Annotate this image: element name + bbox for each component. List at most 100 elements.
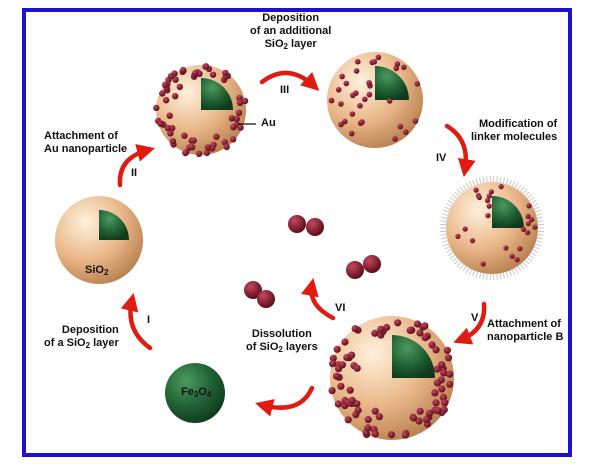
arrow-step-3	[259, 70, 320, 91]
nanoparticle-dot	[233, 115, 240, 123]
nanoparticle-dot	[181, 132, 188, 139]
nanoparticle-dot	[353, 90, 359, 96]
nanoparticle-dot	[159, 90, 166, 97]
magnetic-core-cutaway	[375, 66, 409, 100]
arrow-step-1	[120, 292, 153, 351]
nanoparticle-dot	[485, 213, 491, 219]
nanoparticle-dot	[525, 230, 531, 236]
arrow-step-4	[444, 123, 476, 178]
nanoparticle-dot	[343, 80, 350, 87]
nanoparticle-dot	[498, 184, 504, 190]
nanoparticle-dot	[237, 124, 244, 131]
nanoparticles-b	[328, 319, 454, 439]
nanoparticle-dot	[371, 407, 379, 415]
nanoparticle-dot	[333, 345, 341, 353]
nanoparticle-dot	[335, 87, 342, 93]
nanoparticle-dot	[514, 257, 520, 263]
nanoparticle-dot	[166, 112, 173, 119]
nanoparticle-dot	[343, 353, 351, 362]
nanoparticle-dot	[517, 246, 523, 252]
nanoparticle-dot	[526, 203, 532, 209]
nanoparticle-dot	[195, 150, 203, 158]
nanoparticle-dot	[339, 73, 345, 80]
nanoparticle-dot	[209, 71, 217, 78]
nanoparticle-dot	[349, 111, 356, 117]
arrow-dissolution	[255, 385, 315, 417]
au-nanoparticles	[153, 63, 249, 158]
nanoparticle-dot	[469, 238, 476, 244]
nanoparticle-dot	[434, 407, 442, 415]
nanoparticle-dot	[167, 130, 174, 137]
nanoparticle-dot	[228, 115, 235, 122]
nanoparticle-dot	[364, 424, 372, 432]
nanoparticle-dot	[520, 226, 527, 232]
nanoparticle-dot	[334, 400, 342, 408]
nanoparticle-dot	[525, 213, 531, 219]
nanoparticle-dot	[179, 66, 187, 74]
nanoparticle-dot	[338, 361, 347, 369]
step6-numeral: VI	[335, 302, 346, 314]
nanoparticle-dot	[486, 193, 492, 199]
nanoparticle-dot	[397, 123, 404, 130]
nanoparticle-dot	[422, 416, 431, 424]
nanoparticle-dot	[503, 245, 509, 251]
nanoparticle-dot	[406, 326, 414, 334]
nanoparticle-dot	[348, 396, 356, 404]
magnetic-core-cutaway	[492, 196, 524, 228]
linker-modified-particle	[440, 175, 544, 281]
nanoparticle-dot	[421, 322, 429, 330]
nanoparticle-dot	[488, 189, 494, 195]
nanoparticle-dot	[371, 59, 378, 65]
nanoparticle-dot	[473, 187, 479, 193]
nanoparticle-dot	[203, 149, 211, 157]
nanoparticle-dot	[432, 399, 440, 407]
nanoparticle-dot	[410, 414, 418, 422]
nanoparticle-dot	[416, 407, 424, 415]
nanoparticle-dot	[328, 387, 336, 395]
nanoparticle-dot	[230, 136, 237, 143]
step2-numeral: II	[131, 167, 138, 179]
fe3o4-label: Fe3O4	[181, 386, 212, 399]
nanoparticle-dot	[462, 226, 468, 232]
nanoparticle-dot	[455, 233, 461, 239]
step4-label: Modification of linker molecules	[471, 118, 558, 143]
nanoparticle-dot	[443, 346, 451, 354]
nanoparticle-dot	[162, 81, 169, 89]
nanoparticle-dot	[375, 54, 382, 61]
nanoparticle-dot	[357, 103, 363, 109]
nanoparticle-dot	[235, 109, 243, 117]
step1-numeral: I	[147, 314, 151, 326]
nanoparticle-dot	[438, 361, 446, 369]
nanoparticle-dot	[386, 98, 393, 104]
nanoparticle-dot	[176, 83, 183, 91]
nanoparticle-dot	[403, 129, 409, 135]
step5-label: Attachment of nanoparticle B	[487, 318, 564, 343]
nanoparticle-dot	[486, 203, 492, 209]
nanoparticle-dot	[525, 221, 532, 227]
nanoparticle-dot	[354, 406, 362, 414]
step6-label: Dissolution of SiO2 layers	[246, 328, 318, 354]
nanoparticle-dot	[428, 341, 436, 349]
nanoparticle-dot	[432, 346, 440, 354]
nanoparticle-dot	[241, 97, 249, 105]
nanoparticle-dot	[529, 217, 535, 223]
step5-numeral: V	[471, 312, 479, 324]
nanoparticle-dot	[440, 369, 448, 377]
nanoparticle-dot	[348, 130, 355, 137]
nanoparticle-dot	[485, 197, 491, 204]
step3-label: Deposition of an additional SiO2 layer	[250, 12, 332, 51]
nanoparticle-dot	[362, 96, 368, 103]
nanoparticle-dot	[332, 372, 341, 380]
nanoparticle-dot	[157, 120, 164, 127]
nanoparticle-dot	[341, 338, 349, 346]
nanoparticle-dot	[377, 325, 385, 333]
nanoparticle-dot	[444, 354, 453, 362]
nanoparticle-dot	[337, 382, 345, 390]
nanoparticle-dot	[351, 325, 359, 333]
nanoparticle-dot	[338, 121, 344, 128]
nanoparticle-dot	[387, 431, 396, 439]
nanoparticle-dot	[433, 365, 441, 373]
nanoparticle-dot	[366, 80, 372, 86]
arrow-step-2	[117, 144, 155, 188]
nanoparticle-dot	[213, 133, 220, 140]
